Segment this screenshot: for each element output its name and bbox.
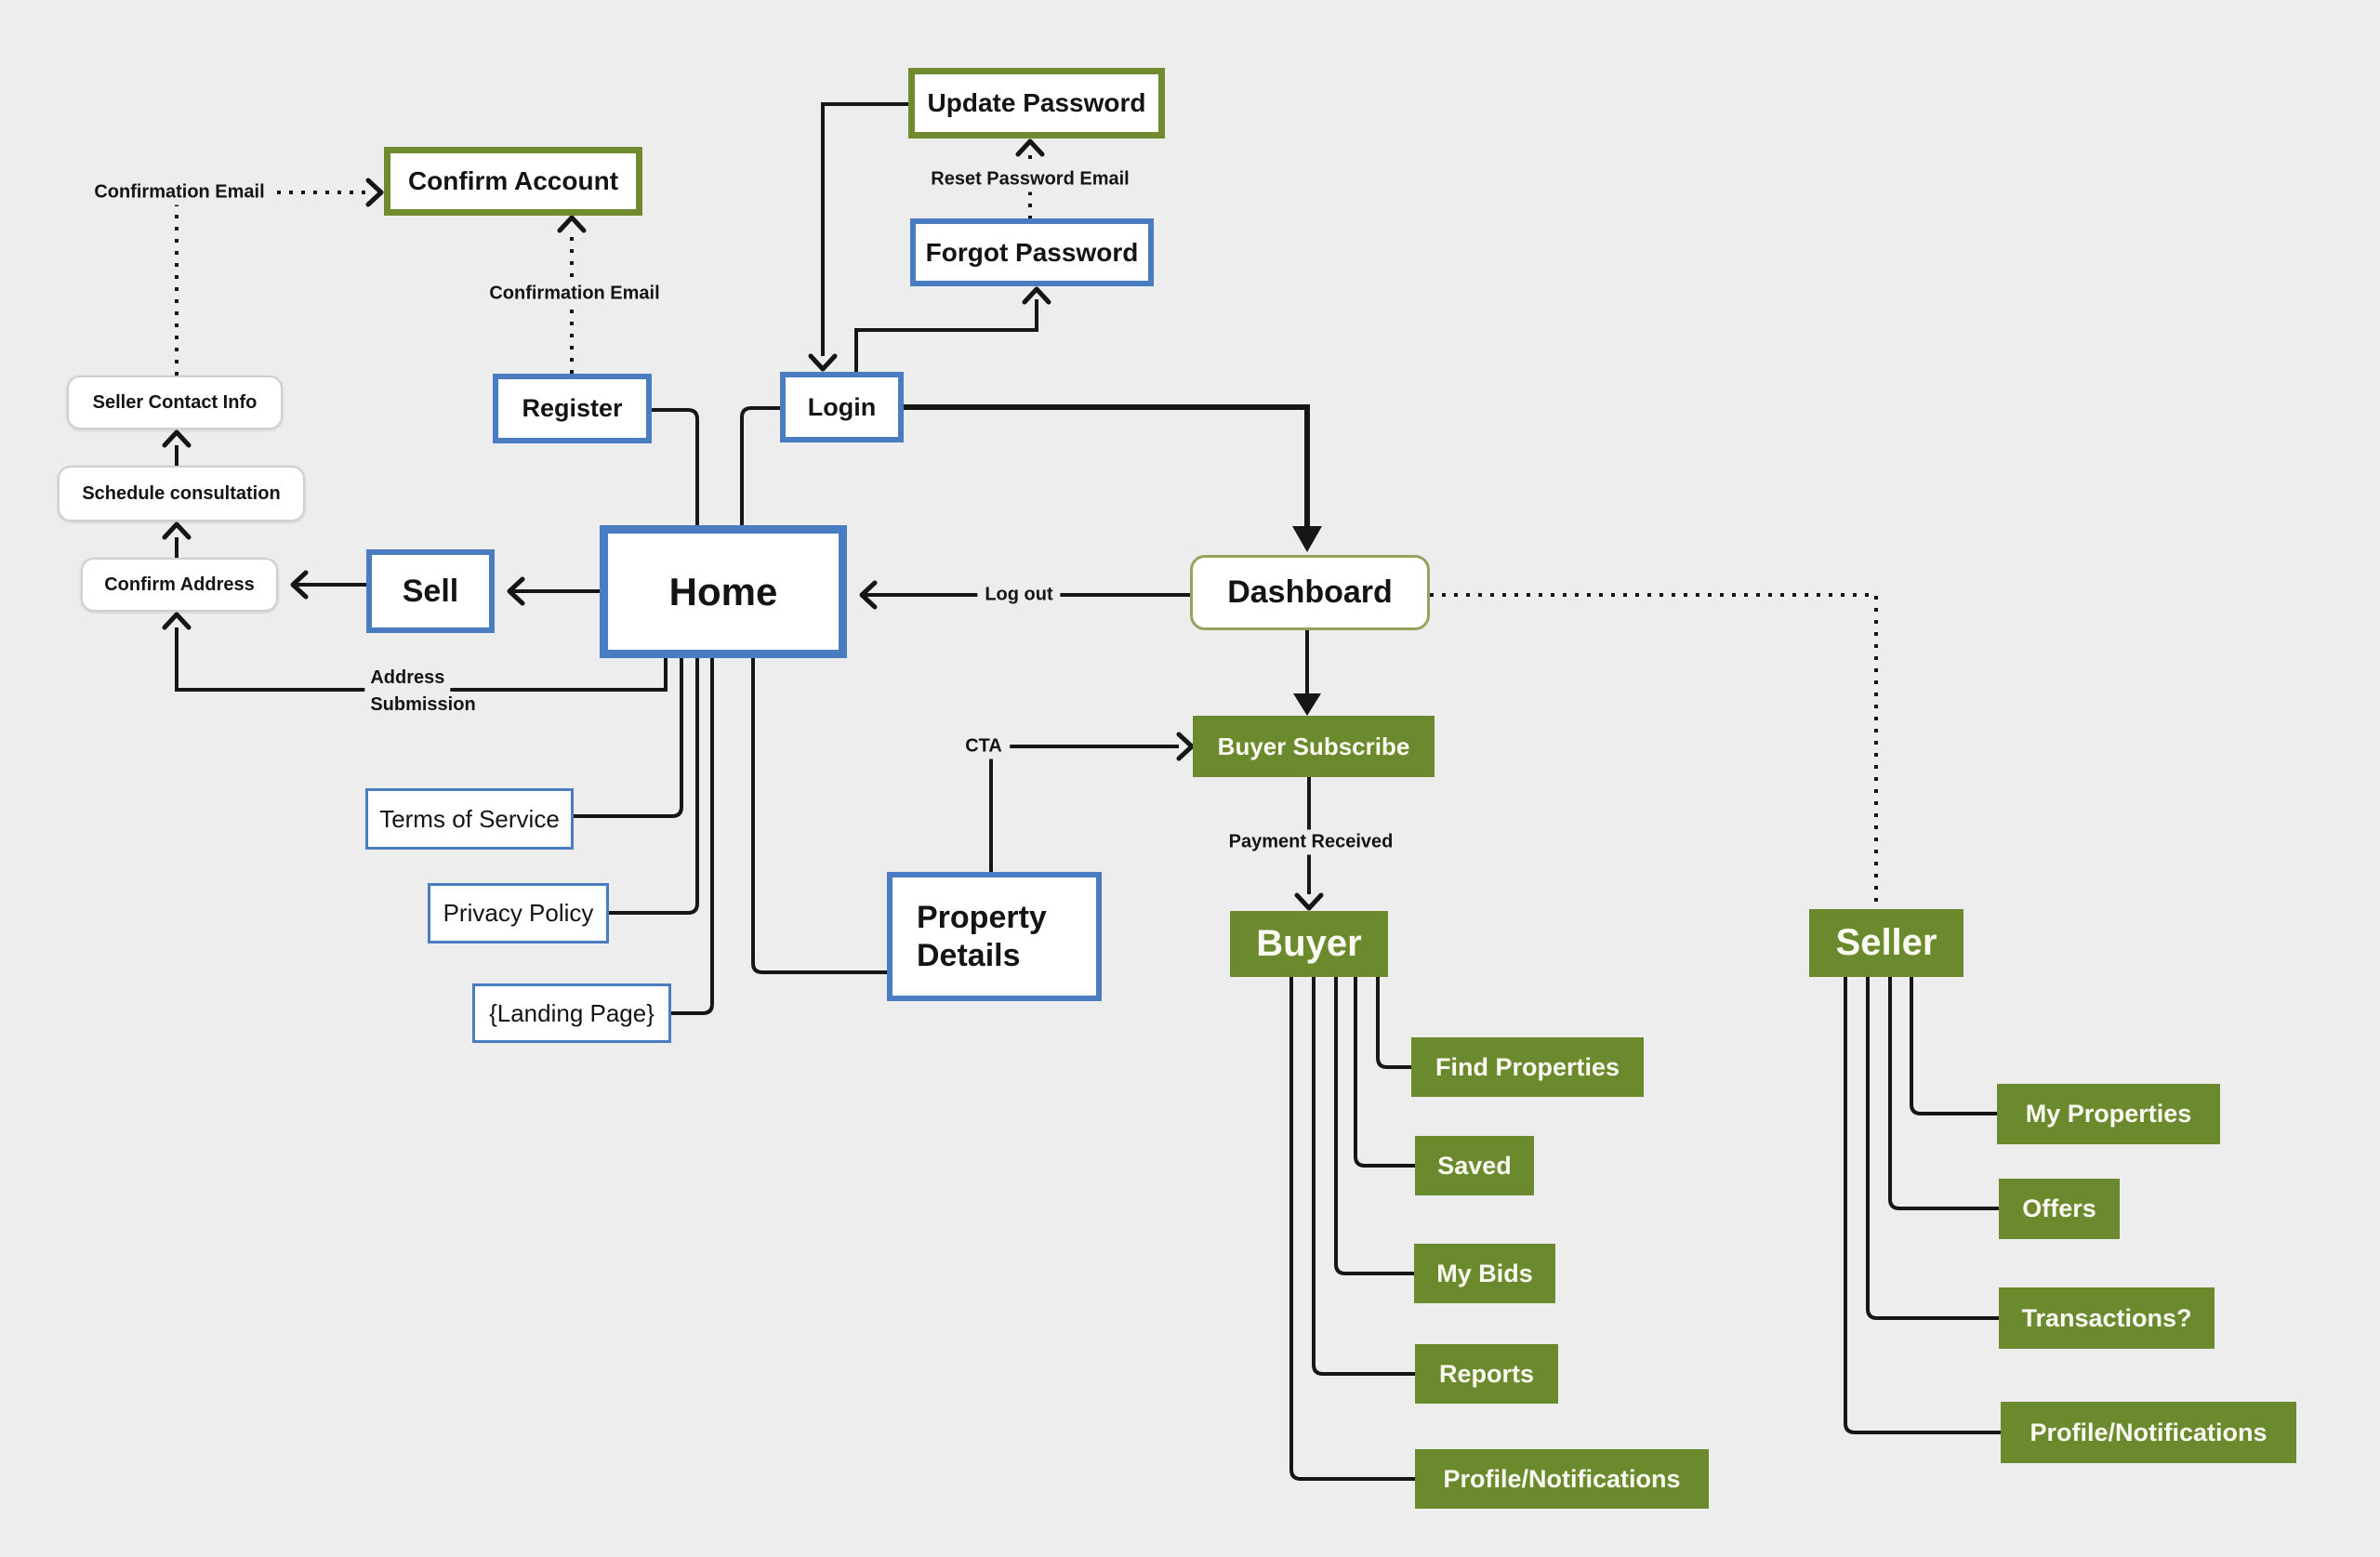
- edge-label-address-submission: Address Submission: [364, 665, 482, 719]
- node-my-bids[interactable]: My Bids: [1414, 1244, 1555, 1303]
- node-login[interactable]: Login: [780, 372, 904, 442]
- edge-label-address-line1: Address: [364, 665, 451, 692]
- node-home[interactable]: Home: [600, 525, 847, 658]
- node-dashboard[interactable]: Dashboard: [1190, 555, 1430, 630]
- edge-label-reset-password-email: Reset Password Email: [923, 166, 1137, 192]
- edge-label-confirmation-email-register: Confirmation Email: [482, 281, 668, 307]
- node-confirm-address[interactable]: Confirm Address: [81, 558, 278, 612]
- arrowheads: [162, 139, 1324, 911]
- edge-label-cta: CTA: [958, 733, 1010, 759]
- node-register[interactable]: Register: [493, 374, 652, 443]
- node-seller[interactable]: Seller: [1809, 909, 1964, 977]
- node-privacy-policy[interactable]: Privacy Policy: [428, 883, 609, 943]
- node-sell[interactable]: Sell: [366, 549, 495, 633]
- node-landing-page[interactable]: {Landing Page}: [472, 983, 671, 1043]
- edge-label-log-out: Log out: [977, 582, 1061, 608]
- node-confirm-account[interactable]: Confirm Account: [384, 147, 642, 216]
- edge-label-confirmation-email-seller: Confirmation Email: [86, 179, 272, 205]
- solid-edges: [175, 102, 2001, 1481]
- node-profile-notifications-seller[interactable]: Profile/Notifications: [2001, 1402, 2296, 1463]
- node-buyer-subscribe[interactable]: Buyer Subscribe: [1193, 716, 1435, 777]
- node-reports[interactable]: Reports: [1415, 1344, 1558, 1404]
- node-seller-contact-info[interactable]: Seller Contact Info: [67, 376, 283, 429]
- edge-label-payment-received: Payment Received: [1221, 829, 1401, 855]
- node-offers[interactable]: Offers: [1999, 1179, 2120, 1239]
- node-buyer[interactable]: Buyer: [1230, 911, 1388, 977]
- node-transactions[interactable]: Transactions?: [1999, 1287, 2215, 1349]
- node-my-properties[interactable]: My Properties: [1997, 1084, 2220, 1144]
- edge-label-address-line2: Submission: [364, 692, 482, 719]
- node-update-password[interactable]: Update Password: [908, 68, 1165, 139]
- node-terms-of-service[interactable]: Terms of Service: [365, 788, 574, 850]
- node-forgot-password[interactable]: Forgot Password: [910, 218, 1154, 286]
- node-property-details[interactable]: Property Details: [887, 872, 1102, 1001]
- node-schedule-consultation[interactable]: Schedule consultation: [58, 466, 305, 521]
- node-find-properties[interactable]: Find Properties: [1411, 1037, 1644, 1097]
- node-saved[interactable]: Saved: [1415, 1136, 1534, 1195]
- node-profile-notifications-buyer[interactable]: Profile/Notifications: [1415, 1449, 1709, 1509]
